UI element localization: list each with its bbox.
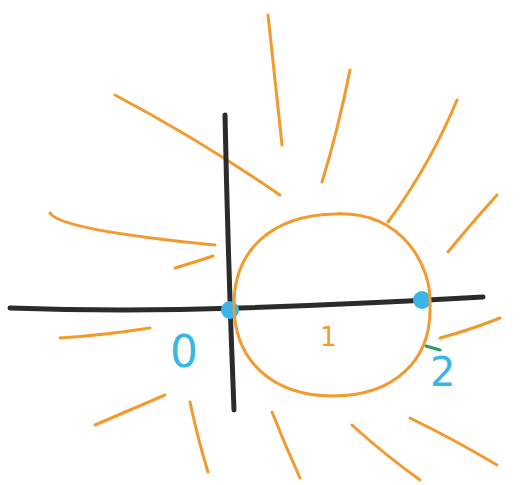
sun-rays <box>50 15 500 480</box>
circle-path <box>234 214 430 396</box>
center-label: 1 <box>320 324 337 350</box>
circle-region: 1 <box>232 212 434 398</box>
axes <box>10 115 483 410</box>
axis-value: 0 <box>170 330 198 374</box>
axis-value: 2 <box>430 352 455 392</box>
point-dots <box>221 291 431 319</box>
point-dot <box>221 301 239 319</box>
circle-outline <box>232 212 434 398</box>
tick-mark <box>426 346 440 350</box>
